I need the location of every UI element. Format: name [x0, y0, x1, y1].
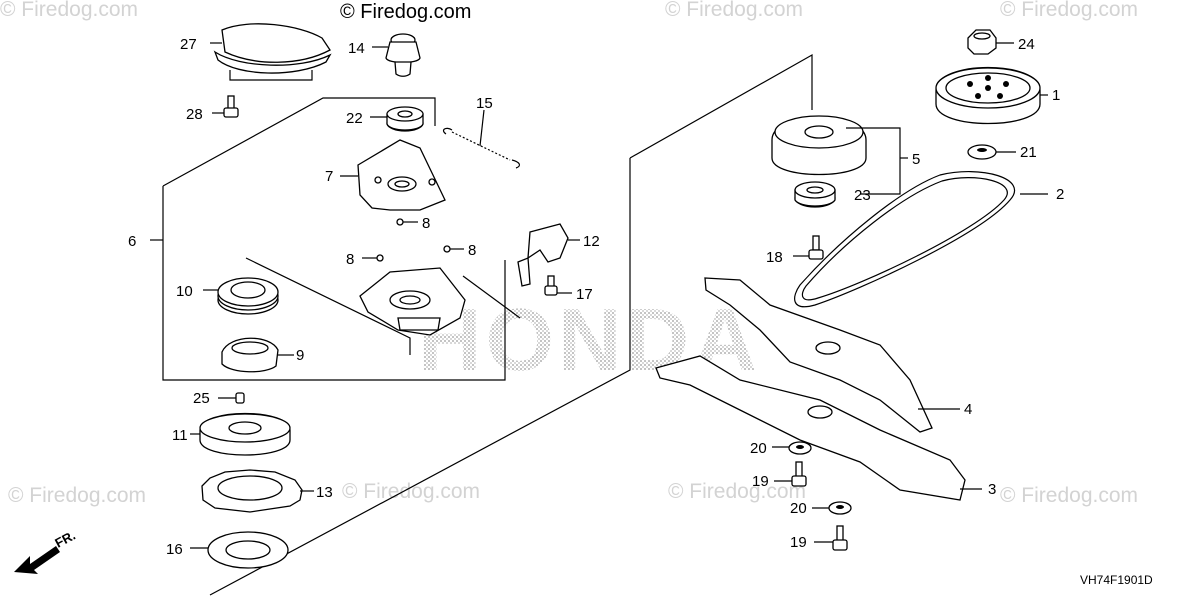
copyright-text: © Firedog.com [340, 1, 471, 23]
watermark-top-center: © Firedog.com [665, 0, 803, 21]
callout-8-b: 8 [346, 251, 354, 268]
callout-16: 16 [166, 541, 183, 558]
part-10-ring [203, 277, 279, 315]
part-5-housing [771, 115, 908, 195]
callout-20-upper: 20 [750, 440, 767, 457]
callout-8-c: 8 [468, 242, 476, 259]
watermark-bottom-left: © Firedog.com [8, 484, 146, 507]
part-12-bracket [517, 223, 580, 287]
part-27-guard-plate [210, 23, 332, 81]
part-22-bearing [370, 106, 424, 132]
part-13-nut-ring [201, 469, 314, 513]
callout-22: 22 [346, 110, 363, 127]
part-20-washer-lower [812, 501, 852, 515]
leader-line-7-group [462, 275, 521, 319]
front-direction-arrow: FR. [14, 528, 78, 574]
callout-10: 10 [176, 283, 193, 300]
callout-11: 11 [172, 427, 188, 444]
callout-1: 1 [1052, 87, 1060, 104]
part-17-bolt [544, 275, 572, 296]
right-assembly-outline [209, 53, 813, 596]
part-23-bearing [794, 181, 836, 208]
callout-2: 2 [1056, 186, 1064, 203]
watermark-bottom-right: © Firedog.com [1000, 484, 1138, 507]
part-24-nut [967, 29, 1014, 55]
part-18-bolt [793, 235, 824, 260]
callout-12: 12 [583, 233, 600, 250]
callout-19-upper: 19 [752, 473, 769, 490]
part-2-belt [794, 170, 1048, 308]
part-28-bolt [212, 95, 239, 118]
callout-6: 6 [128, 233, 136, 250]
callout-21: 21 [1020, 144, 1037, 161]
callout-15: 15 [476, 95, 493, 112]
callout-14: 14 [348, 40, 365, 57]
part-8-balls [362, 218, 464, 262]
callout-4: 4 [964, 401, 972, 418]
part-9-clip [221, 337, 294, 373]
callout-19-lower: 19 [790, 534, 807, 551]
watermark-bottom-mid: © Firedog.com [342, 480, 480, 503]
part-19-bolt-upper [774, 461, 807, 487]
callout-23: 23 [854, 187, 871, 204]
part-4-upper-blade [704, 277, 960, 433]
callout-25: 25 [193, 390, 210, 407]
part-20-washer-upper [772, 441, 812, 455]
callout-7: 7 [325, 168, 333, 185]
part-11-hub [190, 412, 291, 456]
callout-24: 24 [1018, 36, 1035, 53]
watermark-top-right: © Firedog.com [1000, 0, 1138, 21]
part-16-lock-washer [190, 531, 289, 569]
part-1-pulley [935, 66, 1048, 125]
part-19-bolt-lower [814, 525, 848, 551]
callout-27: 27 [180, 36, 197, 53]
watermark-top-left: © Firedog.com [0, 0, 138, 21]
callout-28: 28 [186, 106, 203, 123]
left-group-outline [150, 97, 506, 381]
part-3-lower-blade [655, 355, 982, 501]
watermark-bottom-center: © Firedog.com [668, 480, 806, 503]
callout-13: 13 [316, 484, 333, 501]
diagram-code: VH74F1901D [1080, 573, 1153, 587]
part-14-spacer [372, 33, 421, 77]
callout-3: 3 [988, 481, 996, 498]
part-15-spring [442, 109, 521, 169]
callout-20-lower: 20 [790, 500, 807, 517]
callout-9: 9 [296, 347, 304, 364]
part-25-key [218, 392, 245, 404]
part-9-lower-plate [359, 267, 466, 336]
callout-17: 17 [576, 286, 593, 303]
leader-line-9-group [245, 257, 411, 355]
callout-8-a: 8 [422, 215, 430, 232]
part-7-plate [340, 139, 446, 211]
callout-18: 18 [766, 249, 783, 266]
part-21-washer [967, 144, 1016, 160]
callout-5: 5 [912, 151, 920, 168]
